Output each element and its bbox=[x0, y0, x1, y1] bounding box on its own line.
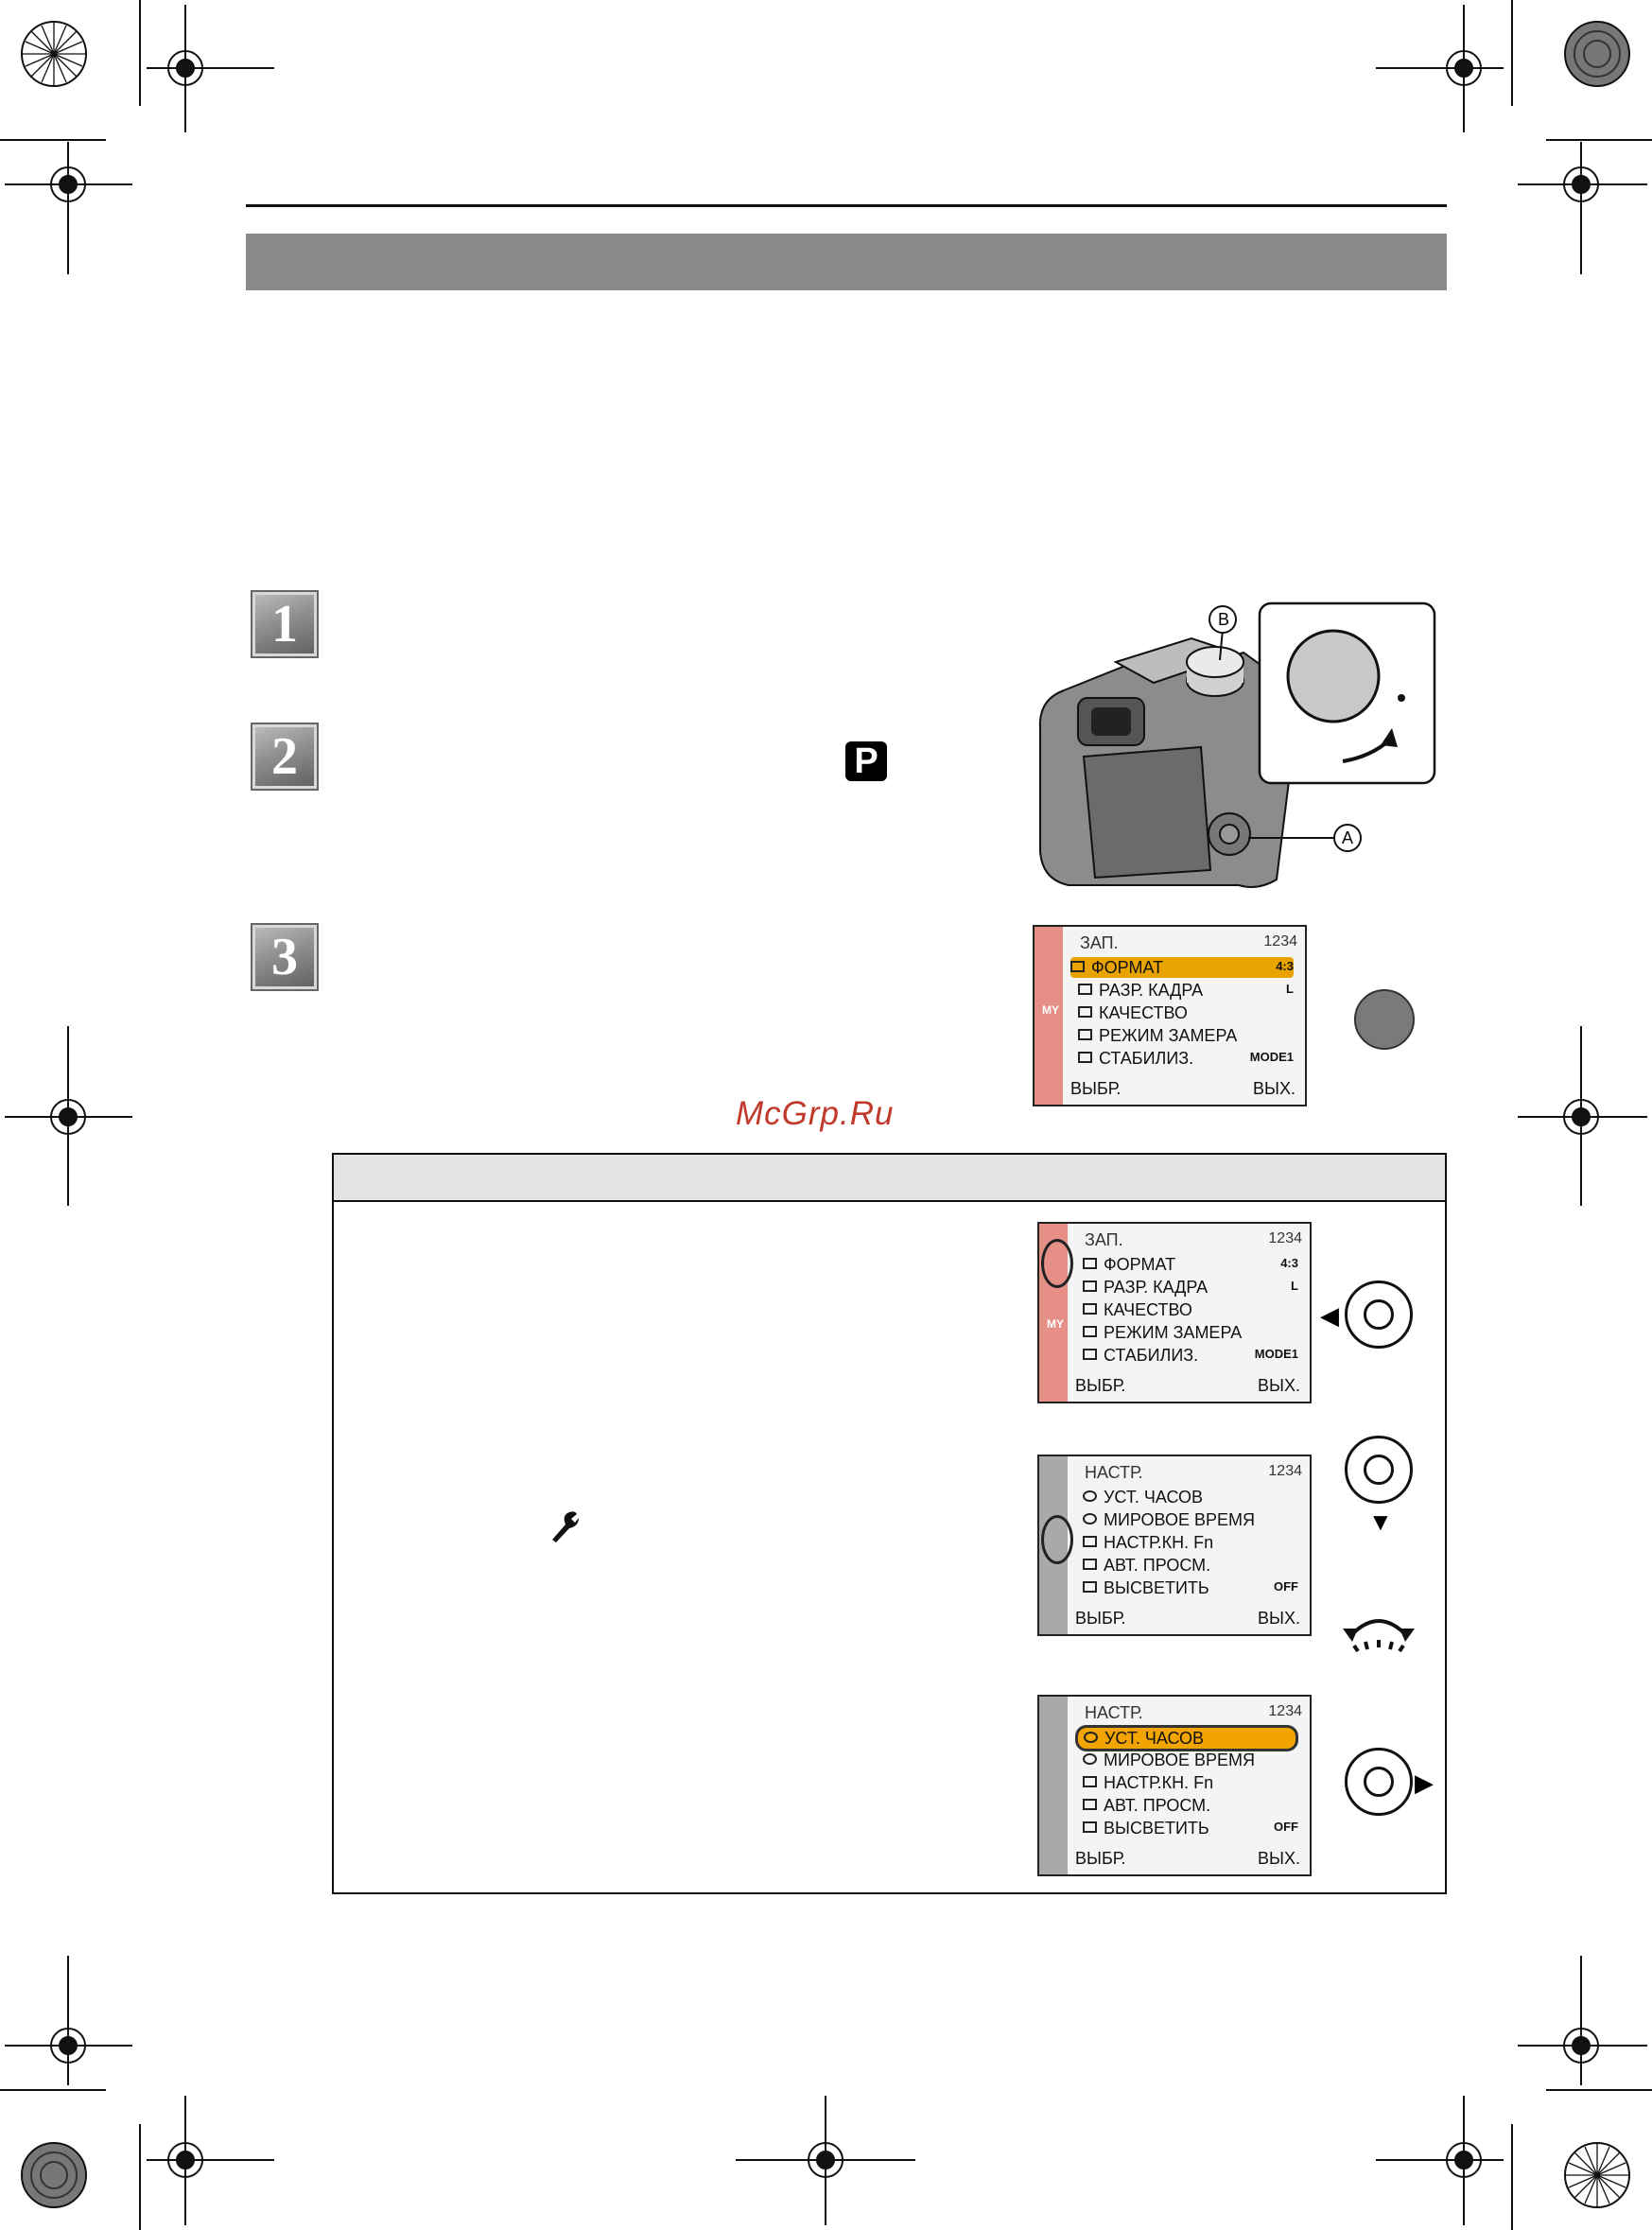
cursor-pad-icon bbox=[1345, 1281, 1413, 1349]
rear-dial-icon bbox=[1343, 1619, 1415, 1653]
setup-menu-screen-clock: НАСТР. 1234 УСТ. ЧАСОВ МИРОВОЕ ВРЕМЯ НАС… bbox=[1037, 1695, 1312, 1876]
cursor-pad-icon bbox=[1345, 1748, 1413, 1816]
menu-pages: 1234 bbox=[1268, 1463, 1302, 1479]
wrench-icon bbox=[552, 1511, 579, 1542]
menu-footer: ВЫБР.ВЫХ. bbox=[1075, 1376, 1300, 1395]
header-rule bbox=[246, 204, 1447, 207]
watermark: McGrp.Ru bbox=[736, 1095, 895, 1132]
menu-row-auto-review: АВТ. ПРОСМ. bbox=[1083, 1795, 1298, 1816]
menu-footer: ВЫБР.ВЫХ. bbox=[1075, 1609, 1300, 1628]
sidebar-tab-my: MY bbox=[1042, 1003, 1059, 1017]
menu-footer: ВЫБР.ВЫХ. bbox=[1075, 1849, 1300, 1868]
menu-row-stabilizer: СТАБИЛИЗ.MODE1 bbox=[1078, 1048, 1294, 1069]
highlight-ring bbox=[1041, 1515, 1073, 1564]
instruction-box bbox=[332, 1153, 1447, 1894]
menu-title: ЗАП. bbox=[1080, 933, 1119, 952]
right-arrow-icon: ▶ bbox=[1415, 1768, 1434, 1797]
menu-row-fn-button: НАСТР.КН. Fn bbox=[1083, 1772, 1298, 1793]
down-arrow-icon: ▼ bbox=[1368, 1507, 1393, 1536]
menu-row-world-time: МИРОВОЕ ВРЕМЯ bbox=[1083, 1509, 1298, 1530]
menu-pages: 1234 bbox=[1263, 933, 1297, 949]
menu-row-stabilizer: СТАБИЛИЗ.MODE1 bbox=[1083, 1345, 1298, 1366]
highlight-ring bbox=[1041, 1239, 1073, 1288]
menu-row-metering: РЕЖИМ ЗАМЕРА bbox=[1083, 1322, 1298, 1343]
menu-sidebar bbox=[1035, 927, 1063, 1105]
callout-b-label: B bbox=[1217, 610, 1229, 629]
menu-row-clock: УСТ. ЧАСОВ bbox=[1083, 1487, 1298, 1507]
sidebar-tab-my: MY bbox=[1047, 1317, 1064, 1331]
instruction-box-header bbox=[334, 1155, 1445, 1202]
step-3-number: 3 bbox=[251, 923, 319, 991]
menu-title: НАСТР. bbox=[1085, 1703, 1143, 1722]
menu-title: НАСТР. bbox=[1085, 1463, 1143, 1482]
menu-footer: ВЫБР.ВЫХ. bbox=[1070, 1079, 1296, 1098]
menu-set-button-icon bbox=[1354, 989, 1415, 1050]
menu-row-world-time: МИРОВОЕ ВРЕМЯ bbox=[1083, 1750, 1298, 1770]
section-title-bar bbox=[246, 234, 1447, 290]
program-mode-icon: P bbox=[845, 741, 887, 781]
menu-pages: 1234 bbox=[1268, 1703, 1302, 1719]
menu-row-clock-selected: УСТ. ЧАСОВ bbox=[1075, 1725, 1298, 1751]
menu-row-auto-review: АВТ. ПРОСМ. bbox=[1083, 1555, 1298, 1576]
setup-menu-screen-tab: НАСТР. 1234 УСТ. ЧАСОВ МИРОВОЕ ВРЕМЯ НАС… bbox=[1037, 1455, 1312, 1636]
menu-row-metering: РЕЖИМ ЗАМЕРА bbox=[1078, 1025, 1294, 1046]
step-1-number: 1 bbox=[251, 590, 319, 658]
menu-row-quality: КАЧЕСТВО bbox=[1083, 1299, 1298, 1320]
menu-title: ЗАП. bbox=[1085, 1230, 1123, 1249]
menu-pages: 1234 bbox=[1268, 1230, 1302, 1246]
callout-a-label: A bbox=[1341, 828, 1353, 847]
menu-sidebar bbox=[1039, 1697, 1068, 1874]
menu-row-quality: КАЧЕСТВО bbox=[1078, 1002, 1294, 1023]
camera-illustration bbox=[1038, 601, 1436, 888]
cursor-pad-icon bbox=[1345, 1436, 1413, 1504]
left-arrow-icon: ◀ bbox=[1320, 1301, 1339, 1330]
step-2-number: 2 bbox=[251, 723, 319, 791]
menu-row-fn-button: НАСТР.КН. Fn bbox=[1083, 1532, 1298, 1553]
